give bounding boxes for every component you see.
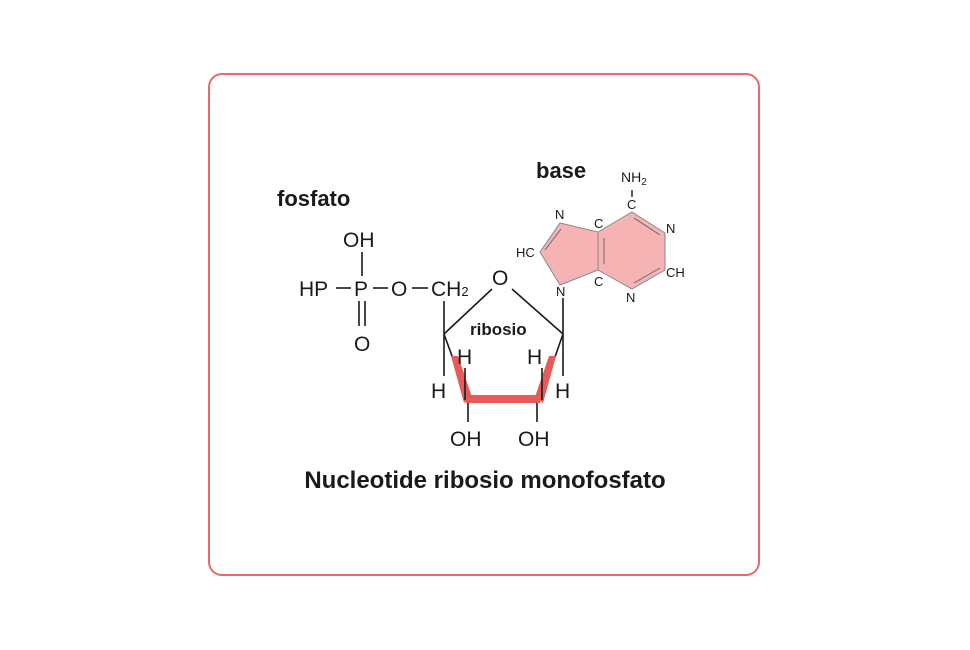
base-hc: HC: [516, 245, 535, 260]
double-bond-n-ch: [633, 267, 661, 284]
base-c-top: C: [627, 197, 636, 212]
sugar-oh-right: OH: [518, 428, 550, 451]
phosphate-ch2: CH2: [431, 278, 469, 301]
base-n-right: N: [666, 221, 675, 236]
pyrimidine-ring: [597, 211, 666, 290]
diagram-card: [208, 73, 760, 576]
base-ch-right: CH: [666, 265, 685, 280]
front-bond-bottom: [466, 395, 540, 403]
front-bond-left: [451, 356, 472, 403]
double-bond-hc-n: [544, 228, 562, 251]
phosphate-o-link: O: [391, 278, 407, 301]
diagram-title: Nucleotide ribosio monofosfato: [304, 467, 665, 494]
base-n-top-left: N: [555, 207, 564, 222]
ring-oxygen: O: [492, 267, 508, 290]
sugar-h-left-inner: H: [457, 346, 472, 369]
base-c-top-mid: C: [594, 216, 603, 231]
base-n-link: N: [556, 284, 565, 299]
sugar-h-left-outer: H: [431, 380, 446, 403]
base-n-bottom: N: [626, 290, 635, 305]
phosphate-oh: OH: [343, 229, 375, 252]
base-rings: NH2 C N C N HC C CH N N: [516, 169, 685, 305]
double-bond-c-n: [633, 217, 661, 236]
fosfato-label: fosfato: [277, 186, 350, 211]
base-nh2: NH2: [621, 169, 647, 188]
phosphate-p: P: [354, 278, 368, 301]
o-c1-bond: [511, 288, 564, 335]
front-bond-right: [535, 356, 556, 403]
sugar-oh-left: OH: [450, 428, 482, 451]
c4-o-bond: [443, 288, 493, 335]
phosphate-hp: HP: [299, 278, 328, 301]
phosphate-group: OH HP P O CH2 O: [299, 229, 469, 356]
imidazole-ring: [539, 222, 599, 286]
ribosio-label: ribosio: [470, 320, 527, 339]
base-label: base: [536, 158, 586, 183]
sugar-h-right-outer: H: [555, 380, 570, 403]
ribose-ring: O ribosio H H H H OH OH: [431, 267, 570, 451]
base-c-bottom-mid: C: [594, 274, 603, 289]
phosphate-o-double: O: [354, 333, 370, 356]
sugar-h-right-inner: H: [527, 346, 542, 369]
